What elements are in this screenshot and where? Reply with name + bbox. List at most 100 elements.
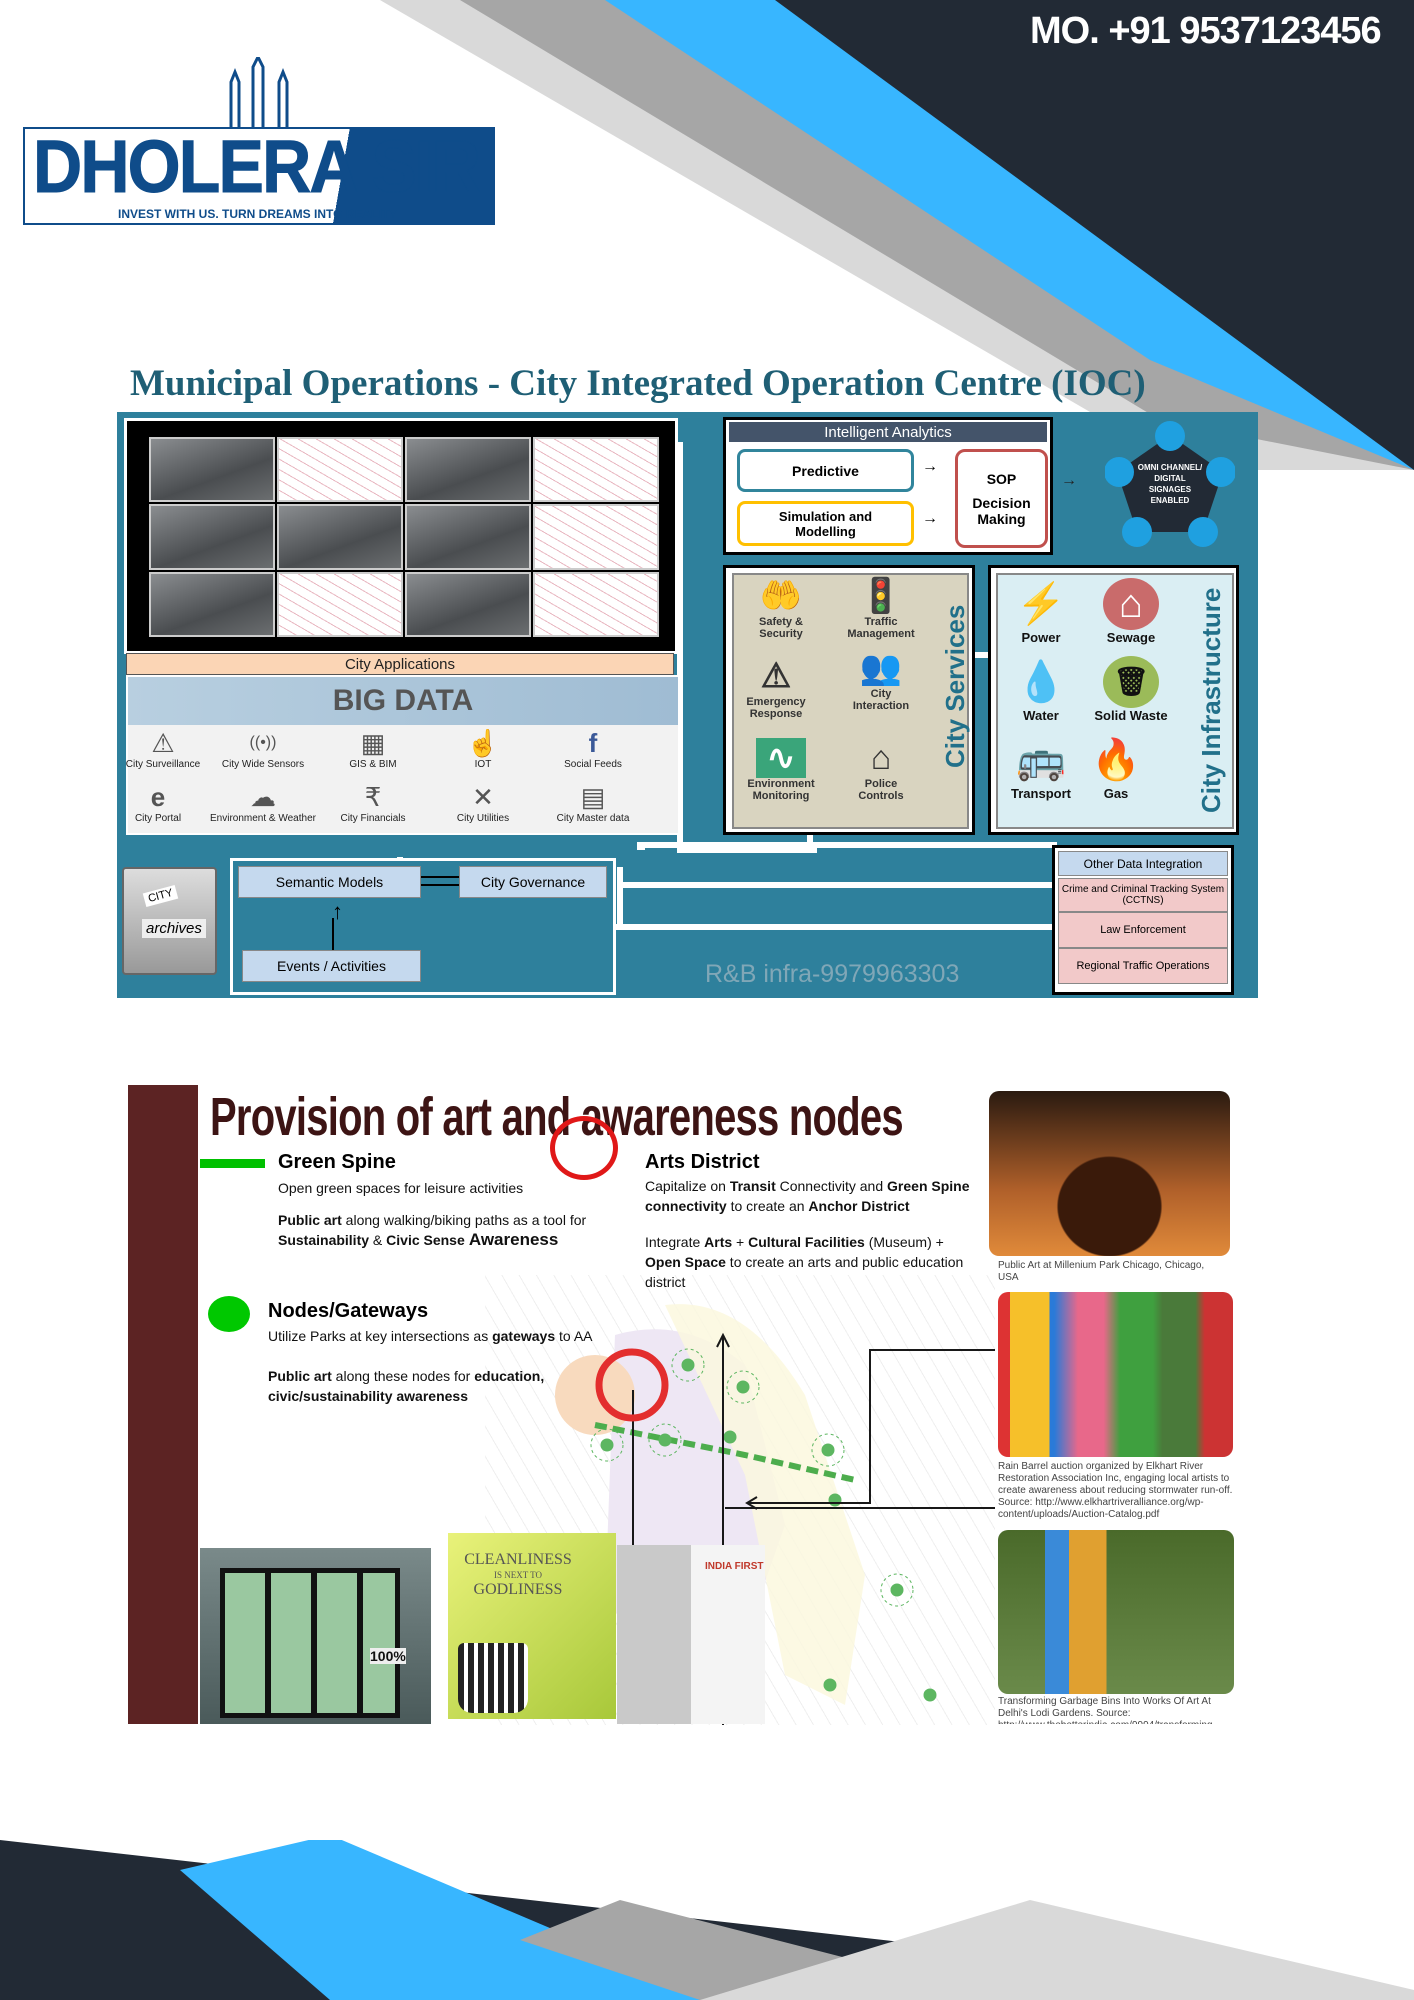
warning-triangle-icon: ⚠ — [760, 657, 792, 695]
arrow-up-icon: ↑ — [332, 899, 343, 924]
other-data-panel: Other Data Integration Crime and Crimina… — [1052, 845, 1234, 995]
browser-e-icon: e — [150, 782, 166, 812]
events-box: Events / Activities — [242, 950, 421, 982]
bean-sculpture-photo — [989, 1091, 1230, 1256]
painted-bin-photo — [998, 1530, 1234, 1694]
traffic-light-icon: 🚦 — [859, 577, 903, 615]
camera-feed — [277, 504, 403, 570]
transport-icon: 🚌 — [1016, 738, 1066, 782]
ioc-title: Municipal Operations - City Integrated O… — [130, 363, 1146, 404]
phone-number: MO. +91 9537123456 — [1030, 10, 1382, 52]
hands-person-icon: 🤲 — [759, 577, 803, 615]
rain-barrels-photo — [998, 1292, 1233, 1457]
camera-feed — [405, 571, 531, 637]
map-view — [277, 437, 403, 503]
watermark: R&B infra-9979963303 — [705, 960, 960, 988]
map-view — [277, 571, 403, 637]
city-infrastructure-title: City Infrastructure — [1196, 587, 1226, 813]
semantic-models-box: Semantic Models — [238, 866, 421, 898]
map-view — [533, 571, 659, 637]
city-services-title: City Services — [940, 604, 970, 768]
big-data-item: ☁Environment & Weather — [208, 781, 318, 824]
infra-power: ⚡Power — [991, 578, 1091, 645]
logo-tagline: INVEST WITH US. TURN DREAMS INTO REALITY — [118, 207, 398, 221]
analytics-header: Intelligent Analytics — [729, 422, 1047, 442]
big-data-item: ⚠City Surveillance — [108, 727, 218, 770]
big-data-banner: BIG DATA — [128, 677, 678, 725]
gis-map-icon: ▦ — [360, 728, 386, 758]
omni-channel-label: OMNI CHANNEL/ DIGITAL SIGNAGES ENABLED — [1137, 463, 1203, 505]
intelligent-analytics-panel: Intelligent Analytics Predictive Simulat… — [723, 417, 1053, 555]
camera-feed — [149, 437, 275, 503]
nodes-heading: Nodes/Gateways — [268, 1300, 429, 1322]
simulation-box: Simulation and Modelling — [737, 501, 914, 546]
video-wall — [124, 418, 678, 654]
logo-text: DHOLERA SIR — [33, 125, 482, 208]
people-chat-icon: 👥 — [859, 649, 903, 687]
service-traffic: 🚦Traffic Management — [826, 576, 936, 640]
map-view — [533, 437, 659, 503]
weather-icon: ☁ — [250, 782, 276, 812]
nodes-text: Utilize Parks at key intersections as ga… — [268, 1328, 593, 1404]
city-governance-box: City Governance — [459, 866, 607, 898]
photo-caption: Rain Barrel auction organized by Elkhart… — [998, 1461, 1233, 1520]
database-server-icon: ▤ — [580, 782, 606, 812]
header-decoration — [380, 0, 1414, 470]
predictive-box: Predictive — [737, 449, 914, 492]
map-view — [533, 504, 659, 570]
rupee-icon: ₹ — [364, 782, 382, 812]
footer-decoration — [0, 1840, 1414, 2000]
water-drop-icon: 💧 — [1016, 660, 1066, 704]
logo: DHOLERA SIR INVEST WITH US. TURN DREAMS … — [23, 57, 495, 227]
green-node-legend — [208, 1296, 250, 1332]
green-spine-text: Open green spaces for leisure activities… — [278, 1180, 587, 1249]
arrow-right-icon: → — [922, 510, 938, 527]
other-data-row: Crime and Criminal Tracking System (CCTN… — [1058, 878, 1228, 912]
service-safety: 🤲Safety & Security — [726, 576, 836, 640]
information-touch-icon: ☝ — [466, 728, 500, 758]
arts-district-text: Capitalize on Transit Connectivity and G… — [645, 1178, 970, 1290]
service-interaction: 👥City Interaction — [826, 648, 936, 712]
other-data-row: Law Enforcement — [1058, 912, 1228, 948]
photo-caption: Public Art at Millenium Park Chicago, Ch… — [998, 1260, 1205, 1283]
omni-channel-graphic: OMNI CHANNEL/ DIGITAL SIGNAGES ENABLED — [1105, 420, 1235, 550]
infra-water: 💧Water — [991, 656, 1091, 723]
police-garage-icon: ⌂ — [870, 739, 892, 777]
service-emergency: ⚠Emergency Response — [721, 656, 831, 720]
red-circle-marker — [550, 1116, 618, 1180]
camera-feed — [149, 571, 275, 637]
arrow-right-icon: → — [922, 458, 938, 475]
art-sidebar — [128, 1085, 198, 1724]
social-media-icon: f — [588, 728, 598, 758]
big-data-item: ☝IOT — [428, 727, 538, 770]
camera-feed — [405, 504, 531, 570]
big-data-item: ▤City Master data — [538, 781, 648, 824]
big-data-item: ✕City Utilities — [428, 781, 538, 824]
green-spine-heading: Green Spine — [278, 1151, 396, 1173]
other-data-row: Regional Traffic Operations — [1058, 948, 1228, 984]
infra-solid-waste: 🗑Solid Waste — [1081, 656, 1181, 723]
big-data-item: ▦GIS & BIM — [318, 727, 428, 770]
city-archives-icon: CITY archives — [122, 867, 217, 975]
tools-icon: ✕ — [472, 782, 494, 812]
ioc-diagram: City Applications BIG DATA ⚠City Surveil… — [117, 412, 1258, 998]
gandhi-poster: INDIA FIRST — [617, 1545, 765, 1724]
camera-feed — [405, 437, 531, 503]
arrow-right-icon: → — [1061, 472, 1077, 489]
trash-bin-icon: 🗑 — [1103, 656, 1159, 708]
green-line-legend — [200, 1159, 265, 1168]
big-data-item: ((•))City Wide Sensors — [208, 727, 318, 770]
camera-feed — [149, 504, 275, 570]
flame-icon: 🔥 — [1091, 738, 1141, 782]
arts-district-heading: Arts District — [645, 1151, 760, 1173]
other-data-header: Other Data Integration — [1058, 851, 1228, 876]
bottle-art-photo: 100% — [200, 1548, 431, 1724]
dustbin-icon — [458, 1643, 528, 1713]
infra-sewage: ⌂Sewage — [1081, 578, 1181, 645]
service-police: ⌂Police Controls — [826, 738, 936, 802]
pulse-monitor-icon: ∿ — [756, 738, 806, 778]
cleanliness-poster: CLEANLINESS IS NEXT TO GODLINESS — [448, 1533, 616, 1719]
